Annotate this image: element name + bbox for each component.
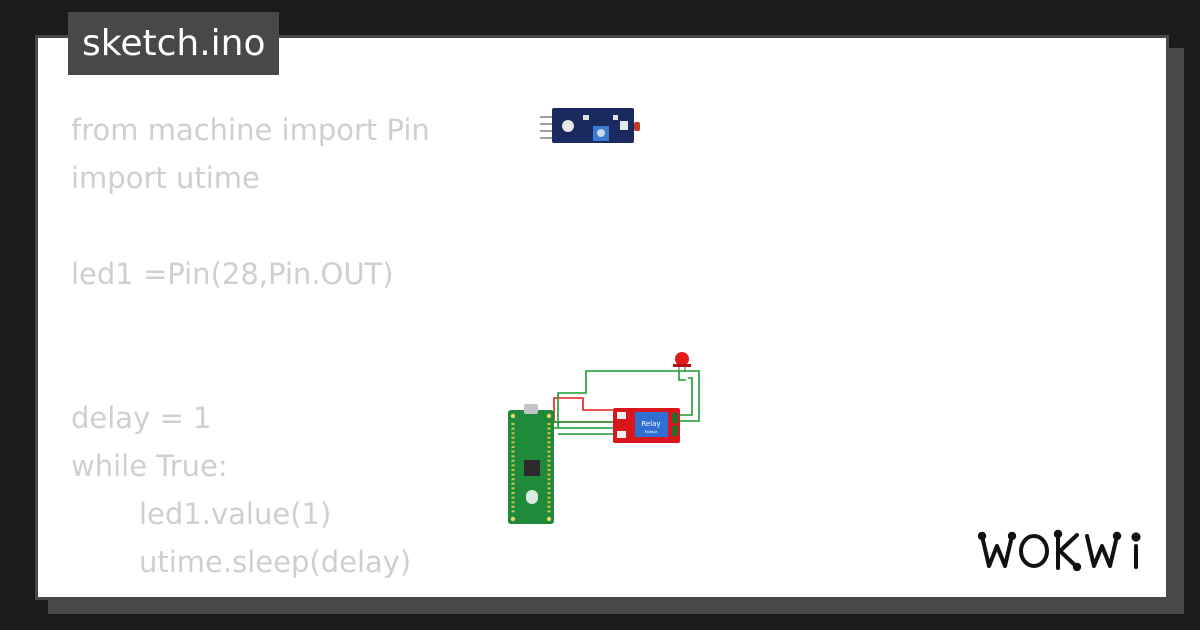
circuit-diagram: Relay Module bbox=[508, 108, 700, 524]
preview-card: from machine import Pin import utime led1 … bbox=[35, 35, 1169, 600]
code-line: import utime bbox=[71, 161, 260, 195]
led-red bbox=[673, 352, 691, 372]
code-preview: from machine import Pin import utime led1 … bbox=[71, 106, 534, 597]
file-name-tab: sketch.ino bbox=[68, 12, 280, 75]
raspberry-pi-pico-board bbox=[508, 404, 554, 524]
code-line: led1.value(1) bbox=[139, 497, 332, 531]
code-line: led1 =Pin(28,Pin.OUT) bbox=[71, 257, 394, 291]
relay-sublabel: Module bbox=[645, 430, 658, 434]
code-line: delay = 1 bbox=[71, 401, 212, 435]
relay-module: Relay Module bbox=[613, 408, 680, 443]
code-line: while True: bbox=[71, 449, 228, 483]
code-line: print("Relay ON, Light ON") bbox=[71, 586, 534, 597]
relay-label: Relay bbox=[641, 420, 660, 428]
code-line: from machine import Pin bbox=[71, 113, 430, 147]
wokwi-logo bbox=[977, 529, 1141, 572]
code-line: utime.sleep(delay) bbox=[139, 545, 412, 579]
ldr-sensor-module bbox=[540, 108, 640, 143]
